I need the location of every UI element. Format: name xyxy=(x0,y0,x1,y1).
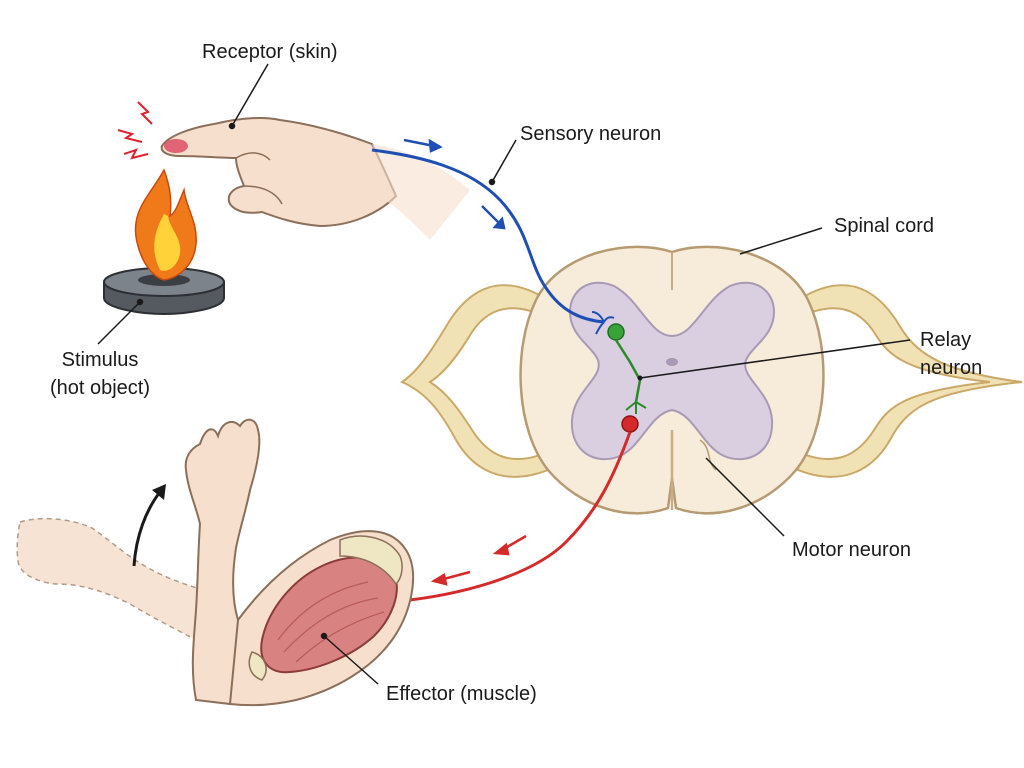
previous-arm-position xyxy=(16,517,225,652)
right-nerve-root xyxy=(797,284,1023,478)
effector-leader-line xyxy=(323,635,379,685)
relay-leader-line xyxy=(639,339,911,379)
sensory-leader-line xyxy=(491,139,517,183)
movement-arrow-icon xyxy=(132,484,166,567)
central-canal xyxy=(666,358,678,366)
receptor-leader-line xyxy=(231,63,269,127)
leader-lines xyxy=(97,63,911,685)
tendon xyxy=(339,535,403,586)
ventral-root-exit xyxy=(699,439,717,471)
receptor-label: Receptor (skin) xyxy=(202,41,338,63)
stimulus-label-line1: Stimulus xyxy=(61,349,139,371)
stimulus-leader-line xyxy=(97,301,141,345)
relay-neuron-label-line1: Relay xyxy=(920,329,972,351)
hand-icon xyxy=(160,116,470,240)
signal-arrow-icon xyxy=(430,534,527,586)
forearm-and-hand xyxy=(184,418,261,706)
signal-arrow-icon xyxy=(403,138,506,230)
stimulus-label-line2: (hot object) xyxy=(49,377,151,399)
spinal-cord-label: Spinal cord xyxy=(834,215,935,237)
motor-leader-line xyxy=(705,457,785,537)
motor-neuron-label: Motor neuron xyxy=(792,539,911,561)
effector-label: Effector (muscle) xyxy=(386,683,537,705)
effector-muscle xyxy=(248,535,403,681)
relay-neuron-label-line2: neuron xyxy=(920,357,983,379)
pain-spark-icon xyxy=(117,101,153,160)
spinal-cord-leader-line xyxy=(739,227,823,255)
hot-plate xyxy=(103,267,225,316)
sensory-neuron-label: Sensory neuron xyxy=(520,123,662,145)
spinal-cord-section xyxy=(519,245,825,515)
fingertip-receptor xyxy=(164,139,188,153)
flame-icon xyxy=(134,168,197,281)
sensory-neuron-path xyxy=(371,148,615,335)
relay-neuron-path xyxy=(607,323,647,414)
